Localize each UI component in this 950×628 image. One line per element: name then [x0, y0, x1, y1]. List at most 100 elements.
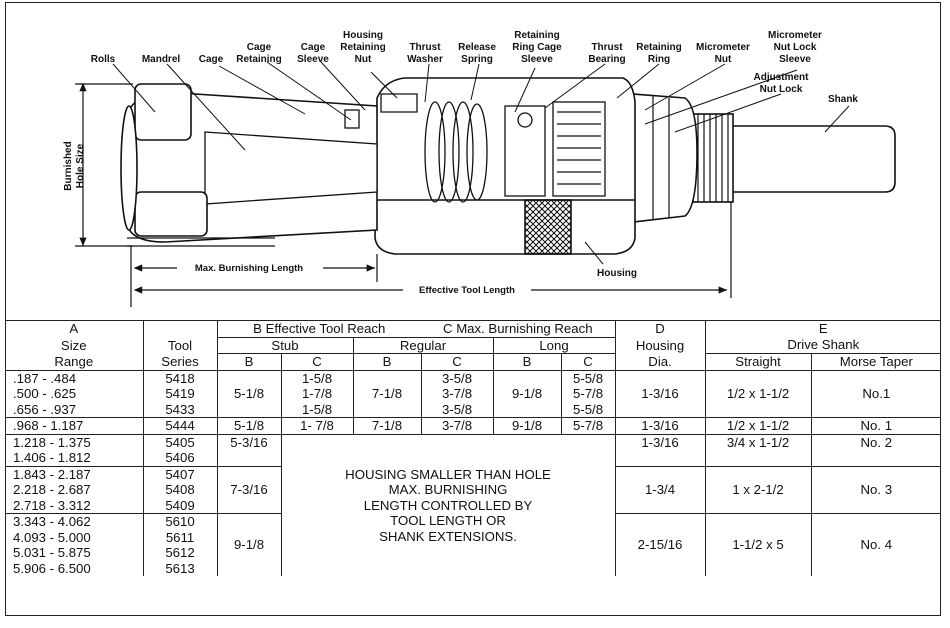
housing-dia: 1-3/4: [614, 466, 706, 514]
straight-shank: 3/4 x 1-1/2: [704, 434, 812, 450]
header-stub-c: C: [280, 353, 353, 370]
tool-series: 5613: [142, 560, 217, 576]
label-retaining-ring-cage-sleeve-3: Sleeve: [521, 54, 553, 65]
reg-c: 3-7/8: [420, 386, 493, 402]
straight-shank: 1/2 x 1-1/2: [704, 370, 812, 418]
size-range: .187 - .484: [13, 370, 77, 386]
straight-shank: 1/2 x 1-1/2: [704, 417, 812, 434]
label-burnished-hole-size-2: Hole Size: [75, 143, 86, 188]
header-reg-c: C: [420, 353, 493, 370]
tool-cutaway-diagram: Rolls Mandrel Cage Cage Retaining Cage S…: [5, 2, 941, 318]
tool-series: 5444: [142, 417, 217, 434]
cage-front-ellipse: [120, 105, 138, 231]
reg-b: 7-1/8: [352, 417, 421, 434]
morse-taper: No. 1: [810, 417, 942, 434]
header-a: A: [69, 321, 79, 337]
housing-dia: 1-3/16: [614, 417, 706, 434]
header-b-reach: B Effective Tool Reach: [216, 320, 421, 337]
table-row: 2.718 - 3.312 5409: [5, 497, 941, 514]
tool-body: [120, 77, 896, 255]
label-retaining-ring-cage-sleeve-2: Ring Cage: [512, 42, 562, 53]
header-morse-taper: Morse Taper: [810, 353, 942, 370]
morse-taper: No.1: [810, 370, 942, 418]
thread-section: [692, 113, 734, 203]
label-cage-retaining-1: Cage: [247, 42, 272, 53]
size-range: 2.218 - 2.687: [13, 482, 91, 497]
label-cage-sleeve-2: Sleeve: [297, 54, 329, 65]
header-long-c: C: [560, 353, 616, 370]
leader-lines: [112, 61, 850, 265]
note-line: HOUSING SMALLER THAN HOLE: [345, 466, 551, 482]
label-release-spring-2: Spring: [461, 54, 493, 65]
long-c: 5-5/8: [560, 370, 616, 386]
label-max-burnishing-length: Max. Burnishing Length: [195, 263, 303, 274]
morse-taper: No. 2: [810, 434, 942, 450]
morse-taper: No. 3: [810, 466, 942, 514]
figure-frame: [5, 2, 941, 616]
label-housing: Housing: [597, 268, 637, 279]
size-range: 2.718 - 3.312: [5, 497, 143, 514]
tool-drawing: Rolls Mandrel Cage Cage Retaining Cage S…: [63, 30, 896, 307]
tool-series: 5405: [142, 434, 217, 450]
stub-c: 1-7/8: [280, 386, 353, 402]
note-line: SHANK EXTENSIONS.: [379, 528, 517, 544]
label-micrometer-nut-2: Nut: [715, 54, 732, 65]
header-drive-shank: Drive Shank: [704, 337, 942, 354]
label-adjustment-nut-lock-1: Adjustment: [754, 72, 810, 83]
label-release-spring-1: Release: [458, 42, 496, 53]
label-housing-retaining-nut-3: Nut: [355, 54, 372, 65]
header-size: Size: [60, 337, 87, 353]
label-rolls: Rolls: [91, 54, 116, 65]
stub-c: 1-5/8: [280, 370, 353, 386]
label-thrust-washer-2: Washer: [407, 54, 443, 65]
tool-series: 5418: [142, 370, 217, 386]
label-retaining-ring-cage-sleeve-1: Retaining: [514, 30, 560, 41]
table-row: 2.218 - 2.687 5408: [5, 482, 941, 498]
size-range: 4.093 - 5.000: [13, 529, 91, 545]
stub-b: 7-3/16: [216, 466, 281, 514]
header-d: D: [614, 320, 706, 337]
specifications-table: A B Effective Tool Reach C Max. Burnishi…: [5, 320, 942, 576]
stub-c: 1-5/8: [280, 401, 353, 418]
size-range: 5.906 - 6.500: [13, 560, 91, 576]
stub-c: 1- 7/8: [280, 417, 353, 434]
table-row: .500 - .625 5419 1-7/8 3-7/8 5-7/8: [5, 386, 941, 402]
header-tool: Tool: [142, 337, 217, 354]
table-row: 1.218 - 1.375 5405 5-3/16 HOUSING SMALLE…: [5, 434, 942, 576]
header-long: Long: [492, 336, 616, 354]
reg-c: 3-7/8: [420, 417, 493, 434]
header-range: Range: [54, 353, 94, 369]
header-reg-b: B: [352, 353, 421, 370]
size-range: .656 - .937: [13, 401, 77, 417]
header-dia: Dia.: [614, 353, 706, 370]
header-regular: Regular: [352, 336, 493, 354]
size-range: 5.031 - 5.875: [13, 545, 91, 560]
housing-dia: 2-15/16: [614, 513, 706, 576]
header-c-reach: C Max. Burnishing Reach: [443, 321, 593, 336]
label-cage-sleeve-1: Cage: [301, 42, 326, 53]
roll-top: [134, 83, 192, 141]
table-row: 1.843 - 2.187 5407 7-3/16 1-3/4 1 x 2-1/…: [5, 466, 942, 514]
label-thrust-bearing-2: Bearing: [588, 54, 625, 65]
label-effective-tool-length: Effective Tool Length: [419, 285, 515, 296]
stub-b: 5-3/16: [216, 434, 281, 450]
tool-series: 5433: [142, 401, 217, 418]
tool-series: 5419: [142, 386, 217, 402]
size-range: .968 - 1.187: [13, 418, 84, 433]
morse-taper: No. 4: [810, 513, 942, 576]
label-adjustment-nut-lock-2: Nut Lock: [760, 84, 803, 95]
housing-dia: 1-3/16: [614, 370, 706, 418]
long-c: 5-5/8: [560, 401, 616, 418]
label-housing-retaining-nut-2: Retaining: [340, 42, 386, 53]
header-long-b: B: [492, 353, 561, 370]
header-e: E: [704, 320, 942, 337]
stub-b: 5-1/8: [216, 370, 281, 418]
table-row: .187 - .484 5418 5-1/8 1-5/8 7-1/8 3-5/8…: [5, 370, 942, 418]
table-row: 1.406 - 1.812 5406: [5, 450, 942, 467]
long-b: 9-1/8: [492, 370, 561, 418]
reg-c: 3-5/8: [420, 370, 493, 386]
label-micrometer-nut-lock-3: Sleeve: [779, 54, 811, 65]
note-line: MAX. BURNISHING: [388, 482, 508, 497]
internal-components: [344, 93, 606, 203]
label-retaining-ring-2: Ring: [648, 54, 670, 65]
